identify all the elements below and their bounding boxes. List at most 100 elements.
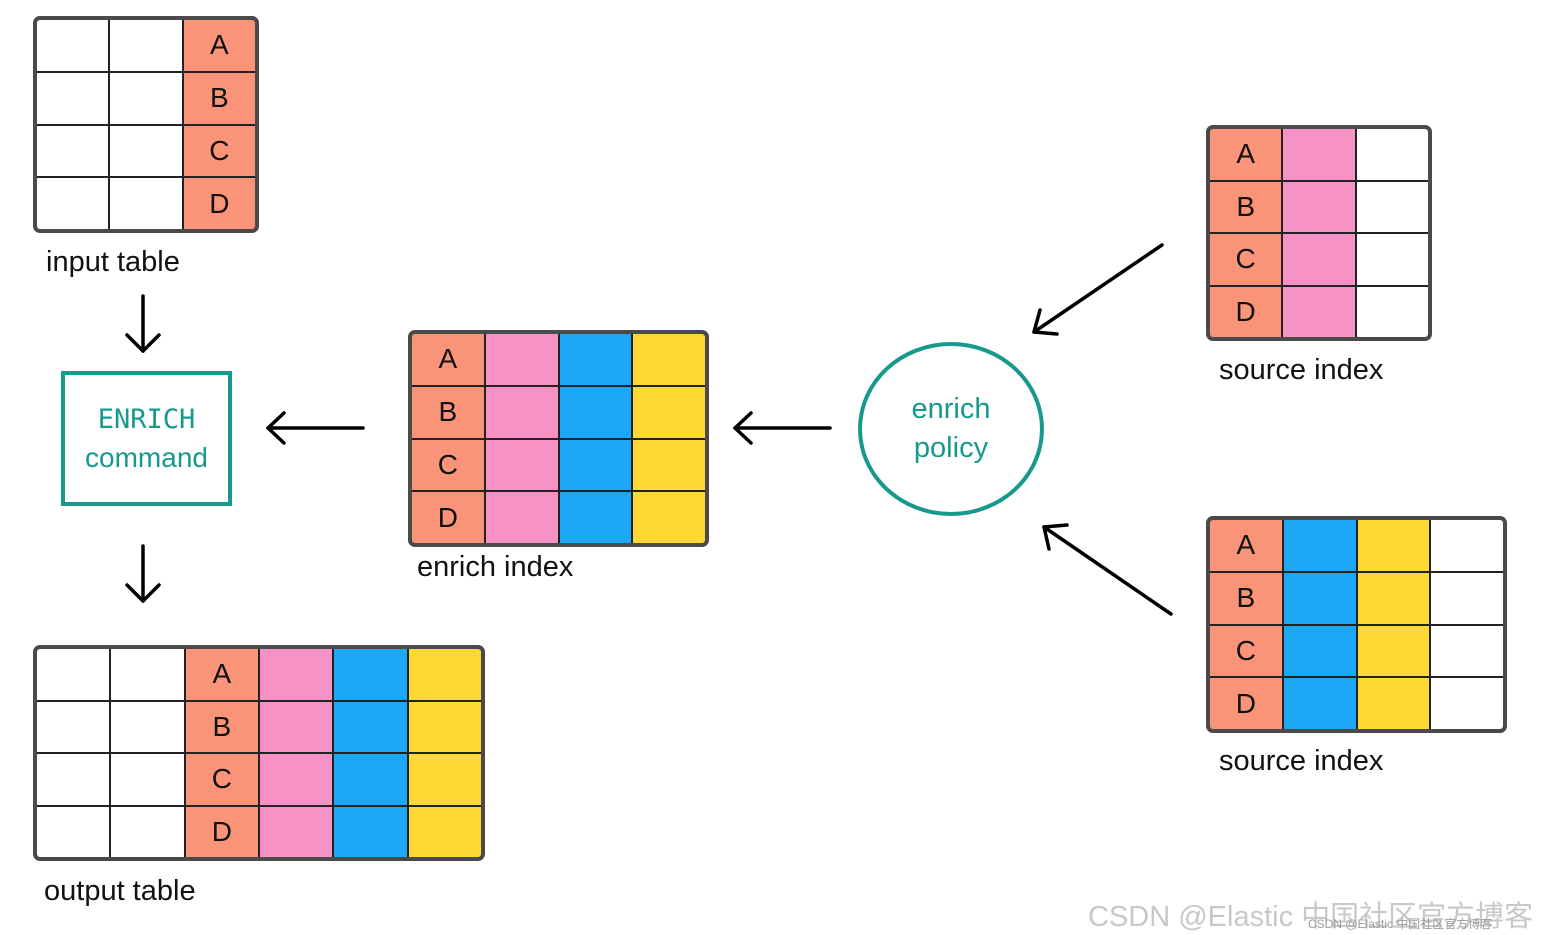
empty-cell	[37, 754, 110, 805]
key-cell: B	[185, 701, 258, 752]
arrow-source2-to-policy	[1042, 523, 1173, 616]
yellow-cell	[1357, 572, 1430, 624]
watermark-small: CSDN @Elastic 中国社区官方博客	[1308, 917, 1493, 931]
pink-cell	[260, 806, 333, 857]
empty-cell	[1356, 129, 1428, 180]
blue-cell	[559, 439, 632, 491]
arrow-source1-to-policy	[1032, 243, 1164, 336]
enrich-index-label: enrich index	[417, 551, 574, 583]
yellow-cell	[408, 701, 481, 752]
pink-cell	[1283, 234, 1355, 285]
key-cell: A	[183, 20, 255, 71]
key-cell: C	[185, 754, 258, 805]
empty-cell	[37, 20, 109, 71]
empty-cell	[111, 754, 184, 805]
enrich-policy-circle: enrich policy	[858, 342, 1044, 516]
arrow-input-to-command	[125, 294, 161, 353]
yellow-cell	[633, 439, 705, 491]
blue-cell	[334, 649, 407, 700]
blue-cell	[334, 701, 407, 752]
blue-cell	[1283, 572, 1356, 624]
empty-cell	[37, 125, 109, 177]
empty-cell	[110, 72, 182, 124]
blue-cell	[334, 806, 407, 857]
empty-cell	[37, 649, 110, 700]
yellow-cell	[408, 649, 481, 700]
empty-cell	[1431, 572, 1503, 624]
key-cell: D	[1210, 678, 1282, 729]
pink-cell	[485, 492, 558, 543]
empty-cell	[37, 72, 109, 124]
pink-cell	[1283, 181, 1355, 232]
empty-cell	[1431, 678, 1503, 729]
arrow-command-to-output	[125, 544, 161, 603]
yellow-cell	[408, 806, 481, 857]
arrow-enrich-index-to-command	[266, 411, 365, 445]
blue-cell	[1283, 625, 1356, 677]
empty-cell	[110, 20, 182, 71]
yellow-cell	[1357, 520, 1430, 571]
yellow-cell	[633, 492, 705, 543]
key-cell: B	[1210, 572, 1282, 624]
pink-cell	[260, 701, 333, 752]
key-cell: C	[1210, 234, 1282, 285]
key-cell: A	[1210, 520, 1282, 571]
pink-cell	[260, 754, 333, 805]
source-index-label-1: source index	[1219, 354, 1384, 386]
policy-line-1: enrich	[911, 393, 991, 425]
pink-cell	[1283, 129, 1355, 180]
key-cell: C	[183, 125, 255, 177]
empty-cell	[37, 806, 110, 857]
input-table-label: input table	[46, 246, 180, 278]
empty-cell	[1431, 625, 1503, 677]
enrich-command-box: ENRICH command	[61, 371, 232, 506]
yellow-cell	[633, 386, 705, 438]
key-cell: A	[412, 334, 484, 385]
empty-cell	[111, 701, 184, 752]
policy-line-2: policy	[913, 432, 989, 464]
key-cell: D	[183, 178, 255, 229]
empty-cell	[110, 178, 182, 229]
key-cell: B	[1210, 181, 1282, 232]
blue-cell	[334, 754, 407, 805]
command-word: command	[85, 441, 208, 473]
pink-cell	[260, 649, 333, 700]
key-cell: D	[185, 806, 258, 857]
yellow-cell	[408, 754, 481, 805]
empty-cell	[1431, 520, 1503, 571]
pink-cell	[485, 334, 558, 385]
blue-cell	[1283, 678, 1356, 729]
empty-cell	[110, 125, 182, 177]
source-index-label-2: source index	[1219, 745, 1384, 777]
yellow-cell	[633, 334, 705, 385]
key-cell: A	[185, 649, 258, 700]
empty-cell	[1356, 181, 1428, 232]
empty-cell	[37, 701, 110, 752]
command-keyword: ENRICH	[97, 403, 196, 435]
pink-cell	[1283, 286, 1355, 337]
key-cell: D	[412, 492, 484, 543]
output-table-label: output table	[44, 875, 196, 907]
key-cell: D	[1210, 286, 1282, 337]
key-cell: A	[1210, 129, 1282, 180]
watermark: CSDN @Elastic 中国社区官方博客	[1088, 901, 1534, 933]
empty-cell	[111, 806, 184, 857]
yellow-cell	[1357, 625, 1430, 677]
blue-cell	[559, 386, 632, 438]
blue-cell	[559, 334, 632, 385]
key-cell: B	[183, 72, 255, 124]
pink-cell	[485, 439, 558, 491]
key-cell: B	[412, 386, 484, 438]
empty-cell	[1356, 234, 1428, 285]
blue-cell	[1283, 520, 1356, 571]
blue-cell	[559, 492, 632, 543]
key-cell: C	[1210, 625, 1282, 677]
empty-cell	[111, 649, 184, 700]
empty-cell	[37, 178, 109, 229]
pink-cell	[485, 386, 558, 438]
